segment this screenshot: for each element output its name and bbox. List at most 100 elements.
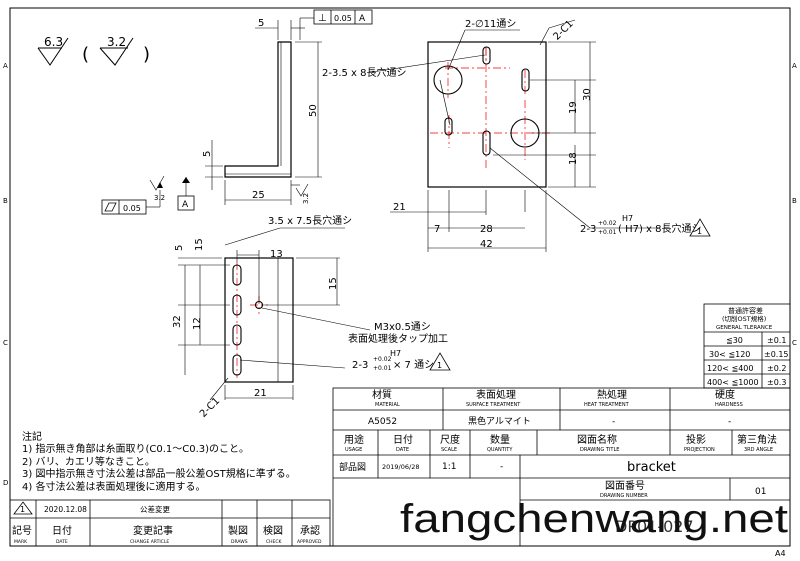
bottom-dim-32: 32 <box>172 315 183 328</box>
tb-angle-jp: 第三角法 <box>737 433 777 446</box>
tb-surface-en: SURFACE TREATMENT <box>466 402 521 408</box>
rev-header-draws-en: DRAWS <box>231 539 248 545</box>
perp-frame-box <box>313 9 373 25</box>
tolerance-table <box>703 303 791 389</box>
front-hole-callout: 2-∅11通シ <box>465 18 516 30</box>
datum-label: A <box>182 200 189 210</box>
tb-qty-en: QUANTITY <box>487 447 513 453</box>
tb-date-en: DATE <box>396 447 409 453</box>
tb-date-jp: 日付 <box>393 433 413 446</box>
rev-header-mark-en: MARK <box>14 539 28 545</box>
tb-proj-en: PROJECTION <box>684 447 715 453</box>
front-h7-prefix: 2-3 <box>580 224 596 235</box>
bottom-h7-rest: × 7 通シ <box>393 359 434 371</box>
tb-surface-value: 黒色アルマイト <box>468 415 531 427</box>
perp-frame-symbol: ⊥ <box>318 13 327 24</box>
side-roughness-value: 3.2 <box>154 194 165 202</box>
rev-header-approved: 承認 <box>300 524 320 537</box>
side-dim-top-thickness: 5 <box>258 18 264 29</box>
tol-row-value: ±0.1 <box>767 336 786 345</box>
grid-letter-a-left: A <box>3 62 8 70</box>
tb-hard-jp: 硬度 <box>715 388 735 401</box>
front-h7-tol-upper: +0.02 <box>598 220 617 227</box>
rev-header-mark: 記号 <box>12 524 32 537</box>
tb-hard-en: HARDNESS <box>715 402 743 408</box>
bottom-rev-triangle-icon <box>429 352 451 371</box>
tb-usage-value: 部品図 <box>339 461 366 473</box>
tol-table-title: 普通許容差 <box>728 306 763 315</box>
sheet-size: A4 <box>775 549 786 558</box>
bottom-chamfer: 2-C1 <box>198 396 222 420</box>
bottom-h7-prefix: 2-3 <box>352 360 368 371</box>
tb-heat-value: - <box>612 417 615 427</box>
datum-box <box>177 195 195 211</box>
roughness-paren-open: ( <box>82 44 89 65</box>
grid-letter-a-right: A <box>792 62 797 70</box>
front-dim-18: 18 <box>568 152 579 165</box>
tb-title-en: DRAWING TITLE <box>580 447 619 453</box>
tb-number-jp: 図面番号 <box>605 480 645 492</box>
roughness-other-value: 3.2 <box>107 35 126 49</box>
rev-header-approved-en: APPROVED <box>297 539 322 545</box>
tb-heat-en: HEAT TREATMENT <box>584 402 630 408</box>
grid-letter-c-left: C <box>3 339 8 347</box>
notes-item: 1) 指示無き角部は糸面取り(C0.1～C0.3)のこと。 <box>22 442 249 455</box>
perp-frame-datum: A <box>359 14 366 24</box>
tb-hard-value: - <box>728 417 731 427</box>
tb-heat-jp: 熱処理 <box>597 388 627 401</box>
rev-header-date-en: DATE <box>56 539 68 545</box>
front-dim-28: 28 <box>480 224 493 235</box>
rev-header-article: 変更記事 <box>133 524 173 537</box>
bottom-view-dimensions <box>178 227 371 401</box>
tb-scale-jp: 尺度 <box>440 433 460 446</box>
tol-row-range: 120< ≦400 <box>707 364 754 373</box>
front-chamfer: 2-C1 <box>552 18 576 42</box>
tb-surface-jp: 表面処理 <box>476 388 516 401</box>
tb-title-value: bracket <box>627 460 676 475</box>
front-h7-label: H7 <box>622 214 633 223</box>
tb-scale-en: SCALE <box>441 447 457 453</box>
front-rev-number: 1 <box>697 227 702 236</box>
grid-letter-b-right: B <box>792 197 797 205</box>
bottom-h7-tol-lower: +0.01 <box>373 365 392 372</box>
bottom-slot-callout: 3.5 x 7.5長穴通シ <box>268 214 352 227</box>
bottom-dim-15a: 15 <box>194 238 205 251</box>
tb-material-en: MATERIAL <box>375 402 400 408</box>
bottom-view-centerlines <box>236 262 268 378</box>
tb-angle-en: 3RD ANGLE <box>744 447 773 453</box>
tol-row-value: ±0.15 <box>764 350 789 359</box>
notes-item: 2) バリ、カエリ等なきこと。 <box>22 455 155 468</box>
flatness-icon <box>104 202 117 212</box>
tb-number-en: DRAWING NUMBER <box>600 493 648 499</box>
bottom-view-holes <box>232 264 264 376</box>
rev-header-article-en: CHANGE ARTICLE <box>130 539 169 545</box>
tb-material-value: A5052 <box>368 417 397 427</box>
tol-table-subtitle: (切削OST規格) <box>722 314 766 323</box>
tb-title-jp: 図面名称 <box>577 433 617 446</box>
front-view-holes <box>433 46 540 156</box>
tb-number-value: DP01-027 <box>615 517 694 536</box>
front-dim-7: 7 <box>434 224 440 235</box>
tol-row-range: 400< ≦1000 <box>707 378 759 387</box>
bottom-tap-callout-2: 表面処理後タップ加工 <box>348 332 448 345</box>
bottom-dim-13: 13 <box>270 249 283 260</box>
tb-usage-en: USAGE <box>345 447 362 453</box>
grid-letter-c-right: C <box>792 339 797 347</box>
revision-triangle-icon <box>13 501 33 515</box>
grid-letter-b-left: B <box>3 197 8 205</box>
side-view-dimensions <box>205 17 322 205</box>
surface-roughness <box>37 37 134 66</box>
tb-date-value: 2019/06/28 <box>382 463 419 471</box>
notes-item: 4) 各寸法公差は表面処理後に適用する。 <box>22 480 205 493</box>
rev-header-date: 日付 <box>52 524 72 537</box>
tb-material-jp: 材質 <box>372 388 392 401</box>
notes-item: 3) 図中指示無き寸法公差は部品一般公差OST規格に準ずる。 <box>22 467 296 480</box>
bottom-tap-callout-1: M3x0.5通シ <box>374 321 431 333</box>
bottom-h7-tol-upper: +0.02 <box>373 356 392 363</box>
revision-date: 2020.12.08 <box>44 505 87 514</box>
tol-row-value: ±0.3 <box>767 378 786 387</box>
rev-header-check: 検図 <box>263 524 283 537</box>
rev-header-draws: 製図 <box>228 524 248 537</box>
tb-qty-jp: 数量 <box>490 433 510 446</box>
